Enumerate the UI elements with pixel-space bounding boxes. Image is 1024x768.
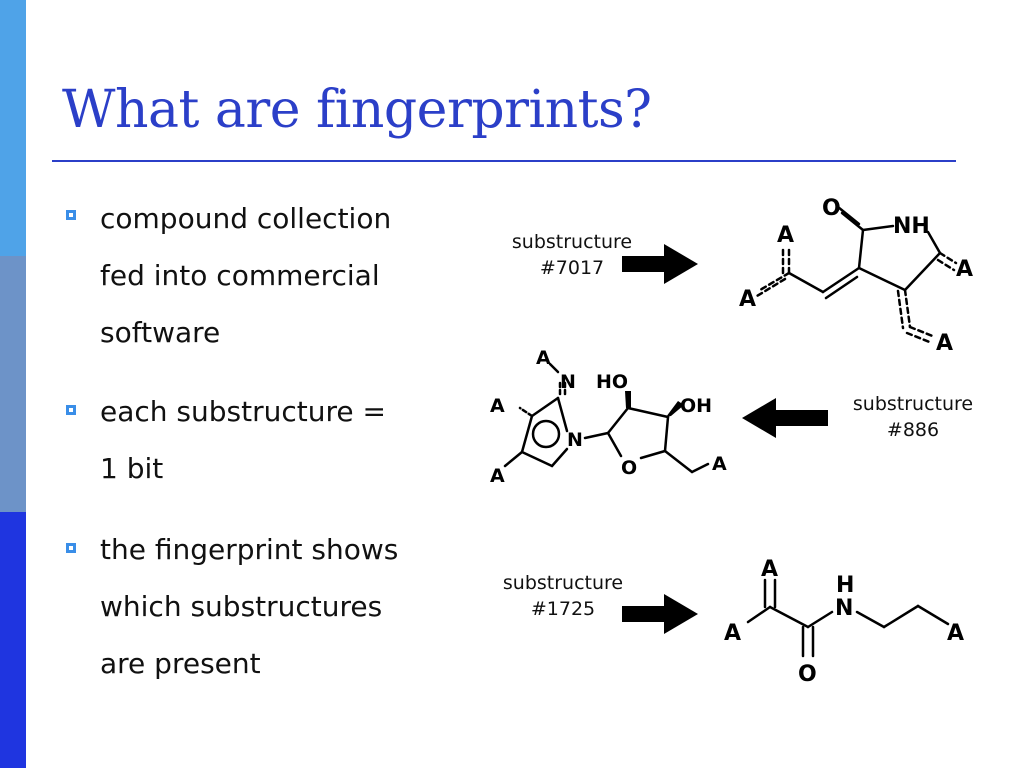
- side-bar-top: [0, 0, 26, 256]
- molecule-886: [503, 362, 710, 474]
- atom-label: OH: [680, 395, 712, 417]
- substructure-label-886: substructure #886: [838, 391, 988, 443]
- atom-label: H: [836, 573, 854, 598]
- bullet-line: fed into commercial: [100, 259, 380, 292]
- atom-label: N: [835, 596, 853, 621]
- substructure-label-1725: substructure #1725: [488, 570, 638, 622]
- bullet-square-icon: [66, 210, 76, 220]
- atom-label: O: [621, 457, 637, 479]
- wedge-bond-icon: [666, 401, 684, 417]
- right-arrow-icon: [622, 244, 698, 284]
- bullet-line: software: [100, 316, 221, 349]
- atom-label: O: [798, 662, 817, 687]
- side-bar-middle: [0, 256, 26, 512]
- molecule-7017: [755, 205, 958, 345]
- atom-label: A: [490, 395, 505, 417]
- title-underline: [52, 160, 956, 162]
- bullet-line: the fingerprint shows: [100, 533, 399, 566]
- atom-label: N: [560, 371, 576, 393]
- bullet-square-icon: [66, 405, 76, 415]
- atom-label: N: [567, 429, 583, 451]
- atom-label: NH: [893, 214, 930, 239]
- substructure-label-7017: substructure #7017: [497, 229, 647, 281]
- atom-label: A: [956, 257, 973, 282]
- right-arrow-icon: [622, 594, 698, 634]
- substructure-number: #1725: [530, 598, 596, 620]
- substructure-word: substructure: [502, 572, 624, 594]
- wedge-bond-icon: [625, 391, 631, 408]
- atom-label: A: [536, 347, 551, 369]
- slide-title: What are fingerprints?: [62, 80, 652, 140]
- substructure-word: substructure: [852, 393, 974, 415]
- substructure-number: #7017: [539, 257, 605, 279]
- left-arrow-icon: [742, 398, 828, 438]
- bullet-line: 1 bit: [100, 452, 164, 485]
- atom-label: A: [936, 331, 953, 356]
- substructure-number: #886: [886, 419, 940, 441]
- bullet-line: are present: [100, 647, 261, 680]
- bullet-line: compound collection: [100, 202, 392, 235]
- atom-label: A: [712, 453, 727, 475]
- atom-label: A: [490, 465, 505, 487]
- atom-label: HO: [596, 371, 628, 393]
- molecule-1725: [746, 578, 950, 658]
- atom-label: A: [947, 621, 964, 646]
- bullet-square-icon: [66, 543, 76, 553]
- atom-label: A: [761, 557, 778, 582]
- side-bar-bottom: [0, 512, 26, 768]
- bullet-line: each substructure =: [100, 395, 386, 428]
- atom-label: A: [724, 621, 741, 646]
- atom-label: A: [739, 287, 756, 312]
- bullet-line: which substructures: [100, 590, 383, 623]
- substructure-word: substructure: [511, 231, 633, 253]
- atom-label: A: [777, 223, 794, 248]
- atom-label: O: [822, 196, 841, 221]
